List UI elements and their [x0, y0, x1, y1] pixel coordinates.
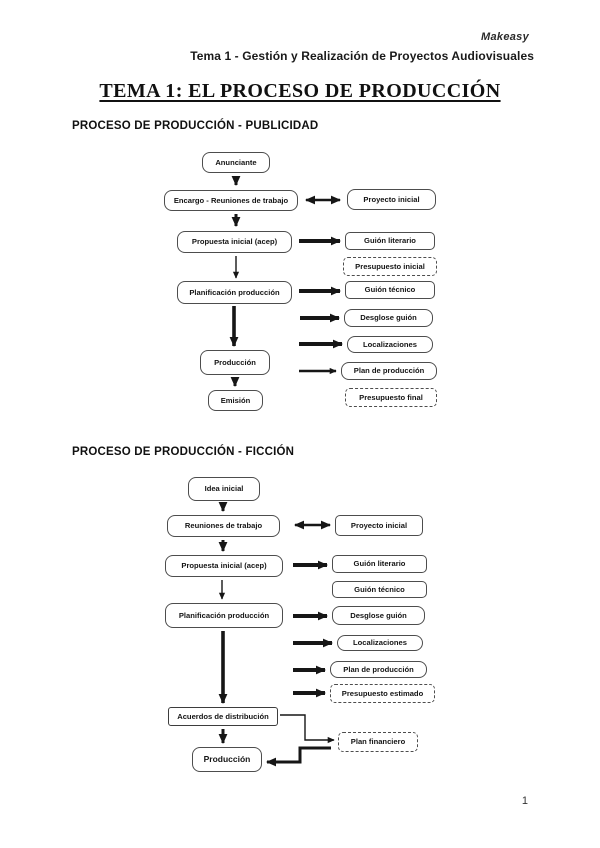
page-number: 1 [521, 795, 528, 807]
page-title: TEMA 1: EL PROCESO DE PRODUCCIÓN [99, 80, 501, 102]
pub-node-anunciante: Anunciante [202, 152, 270, 173]
fic-node-produccion: Producción [192, 747, 262, 772]
fic-node-proyecto-inicial: Proyecto inicial [335, 515, 423, 536]
fic-node-planificacion: Planificación producción [165, 603, 283, 628]
fic-node-plan-financiero: Plan financiero [338, 732, 418, 752]
course-header: Tema 1 - Gestión y Realización de Proyec… [190, 49, 534, 63]
pub-node-guion-tecnico: Guión técnico [345, 281, 435, 299]
pub-node-desglose-guion: Desglose guión [344, 309, 433, 327]
fic-node-presupuesto-estimado: Presupuesto estimado [330, 684, 435, 703]
fic-node-idea-inicial: Idea inicial [188, 477, 260, 501]
fic-node-guion-literario: Guión literario [332, 555, 427, 573]
brand-name: Makeasy [481, 31, 529, 43]
pub-node-plan-produccion: Plan de producción [341, 362, 437, 380]
pub-node-emision: Emisión [208, 390, 263, 411]
pub-node-presupuesto-final: Presupuesto final [345, 388, 437, 407]
section-heading-publicidad: PROCESO DE PRODUCCIÓN - PUBLICIDAD [72, 120, 319, 132]
pub-node-propuesta: Propuesta inicial (acep) [177, 231, 292, 253]
fic-node-localizaciones: Localizaciones [337, 635, 423, 651]
fic-node-propuesta: Propuesta inicial (acep) [165, 555, 283, 577]
fic-node-guion-tecnico: Guión técnico [332, 581, 427, 598]
pub-node-proyecto-inicial: Proyecto inicial [347, 189, 436, 210]
ficcion-arrows [218, 502, 335, 767]
pub-node-produccion: Producción [200, 350, 270, 375]
section-heading-ficcion: PROCESO DE PRODUCCIÓN - FICCIÓN [72, 446, 295, 458]
publicidad-arrows [229, 176, 343, 387]
fic-node-plan-produccion: Plan de producción [330, 661, 427, 678]
fic-node-reuniones: Reuniones de trabajo [167, 515, 280, 537]
pub-node-encargo: Encargo - Reuniones de trabajo [164, 190, 298, 211]
pub-node-guion-literario: Guión literario [345, 232, 435, 250]
pub-node-localizaciones: Localizaciones [347, 336, 433, 353]
fic-node-acuerdos: Acuerdos de distribución [168, 707, 278, 726]
pub-node-planificacion: Planificación producción [177, 281, 292, 304]
fic-node-desglose-guion: Desglose guión [332, 606, 425, 625]
pub-node-presupuesto-inicial: Presupuesto inicial [343, 257, 437, 276]
